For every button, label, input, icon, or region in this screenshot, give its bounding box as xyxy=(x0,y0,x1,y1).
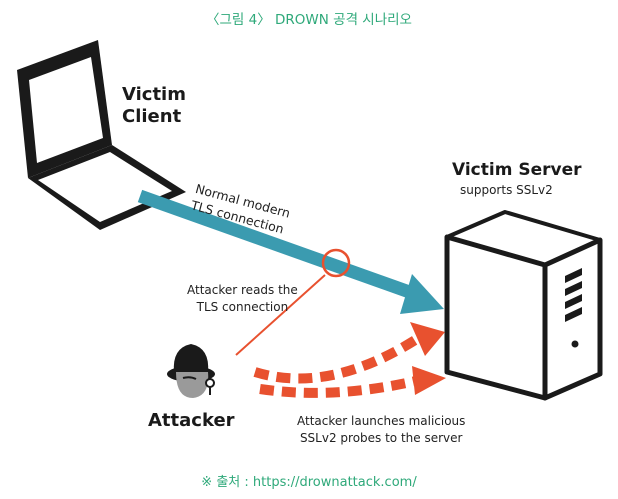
source-credit: ※ 출처 : https://drownattack.com/ xyxy=(201,475,417,490)
attacker-reads-line2: TLS connection xyxy=(196,300,289,314)
sslv2-probe-arrows xyxy=(253,322,446,398)
laptop-icon xyxy=(17,40,186,230)
tls-connection-arrow xyxy=(137,189,444,314)
victim-client-line2: Client xyxy=(122,106,182,127)
victim-client-line1: Victim xyxy=(122,84,186,105)
attacker-launches-line1: Attacker launches malicious xyxy=(297,414,466,428)
attacker-interception-line xyxy=(235,248,351,356)
figure-caption: 〈그림 4〉 DROWN 공격 시나리오 xyxy=(206,12,412,28)
victim-server-title: Victim Server xyxy=(452,160,582,180)
attacker-launches-note: Attacker launches malicious SSLv2 probes… xyxy=(297,413,465,447)
attacker-reads-line1: Attacker reads the xyxy=(187,283,298,297)
attacker-launches-line2: SSLv2 probes to the server xyxy=(299,431,463,445)
attacker-icon xyxy=(167,344,215,398)
victim-client-label: Victim Client xyxy=(122,84,186,128)
victim-server-subtitle: supports SSLv2 xyxy=(460,183,553,197)
attacker-label: Attacker xyxy=(148,410,235,431)
attacker-reads-note: Attacker reads the TLS connection xyxy=(187,282,298,316)
server-icon xyxy=(444,210,603,401)
